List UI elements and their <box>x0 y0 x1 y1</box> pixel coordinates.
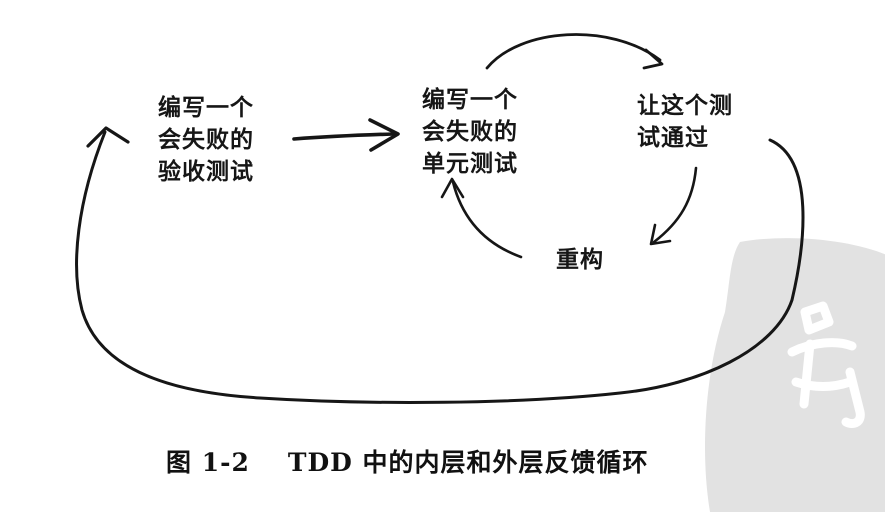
arrow-refactor-to-unit <box>451 180 523 259</box>
arrow-outer-loop <box>75 130 805 404</box>
node-make-test-pass: 让这个测 试通过 <box>637 90 733 154</box>
arrow-unit-to-pass <box>485 33 662 70</box>
figure-caption: 图 1-2 TDD 中的内层和外层反馈循环 <box>166 446 649 480</box>
watermark-seal <box>705 238 885 512</box>
arrow-unit-to-pass-head <box>642 48 664 70</box>
node-line: 会失败的 <box>422 119 518 145</box>
arrow-refactor-to-unit-head <box>440 177 465 199</box>
figure-caption-text: TDD 中的内层和外层反馈循环 <box>287 448 649 477</box>
node-line: 编写一个 <box>422 87 518 113</box>
node-line: 让这个测 <box>637 93 733 119</box>
arrow-acceptance-to-unit-head <box>368 118 400 152</box>
node-write-failing-acceptance-test: 编写一个 会失败的 验收测试 <box>158 92 254 188</box>
figure-number: 图 1-2 <box>166 448 250 477</box>
arrow-pass-to-refactor <box>652 166 698 244</box>
node-write-failing-unit-test: 编写一个 会失败的 单元测试 <box>422 84 518 180</box>
arrow-acceptance-to-unit <box>292 132 395 141</box>
node-line: 单元测试 <box>422 151 518 177</box>
node-line: 试通过 <box>637 125 709 151</box>
arrow-outer-loop-head <box>86 126 130 148</box>
node-refactor: 重构 <box>556 244 604 276</box>
node-line: 验收测试 <box>158 159 254 185</box>
node-line: 编写一个 <box>158 95 254 121</box>
node-line: 会失败的 <box>158 127 254 153</box>
node-line: 重构 <box>556 247 604 273</box>
arrow-pass-to-refactor-head <box>649 223 672 246</box>
